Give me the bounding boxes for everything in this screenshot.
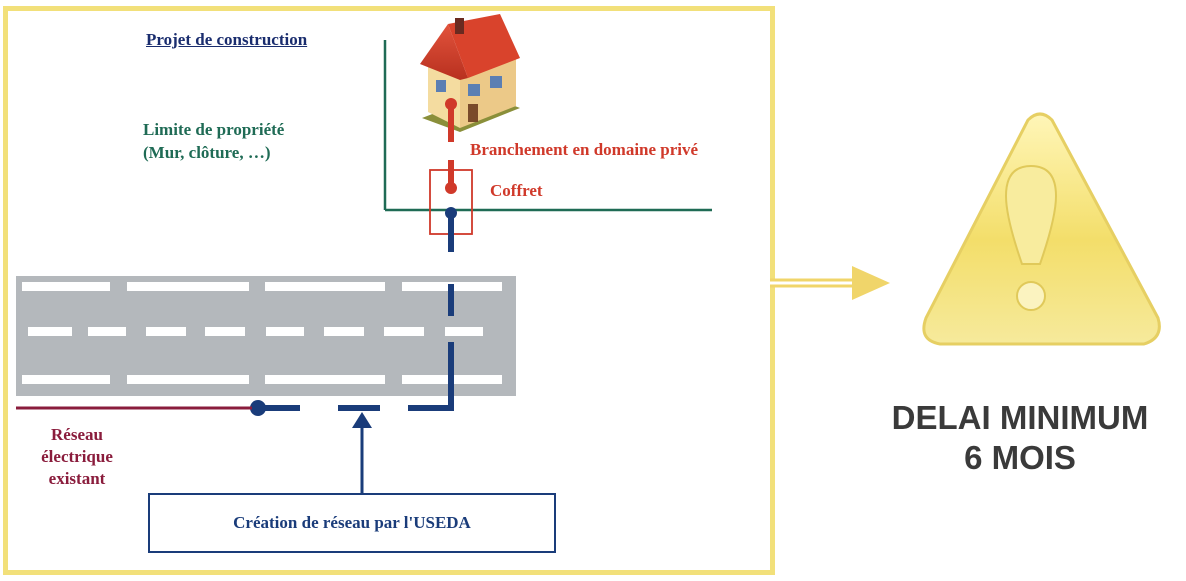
project-title: Projet de construction xyxy=(146,30,308,49)
box-junction xyxy=(445,207,457,219)
delay-line1: DELAI MINIMUM xyxy=(891,399,1149,436)
network-creation-box: Création de réseau par l'USEDA xyxy=(148,493,556,553)
delay-line2: 6 MOIS xyxy=(964,439,1076,476)
delay-warning-text: DELAI MINIMUM 6 MOIS xyxy=(860,398,1180,478)
existing-network-line1: Réseau xyxy=(51,425,103,444)
property-limit-line2: (Mur, clôture, …) xyxy=(143,143,271,162)
private-connection-label: Branchement en domaine privé xyxy=(470,140,699,159)
right-arrow xyxy=(770,266,890,300)
existing-network-line2: électrique xyxy=(41,447,113,466)
existing-network-line3: existant xyxy=(48,469,106,488)
property-limit-label: Limite de propriété (Mur, clôture, …) xyxy=(143,118,284,164)
coffret-label: Coffret xyxy=(490,181,543,200)
property-limit-line xyxy=(383,40,712,212)
property-limit-line1: Limite de propriété xyxy=(143,120,285,139)
network-junction xyxy=(250,400,266,416)
house-icon xyxy=(420,14,520,132)
network-creation-label: Création de réseau par l'USEDA xyxy=(233,513,471,532)
new-network-line xyxy=(262,214,454,411)
road xyxy=(16,276,516,396)
private-connection-line xyxy=(445,98,457,194)
up-arrow xyxy=(352,412,372,493)
warning-triangle-icon xyxy=(922,112,1161,346)
existing-network-label: Réseau électrique existant xyxy=(22,424,132,490)
